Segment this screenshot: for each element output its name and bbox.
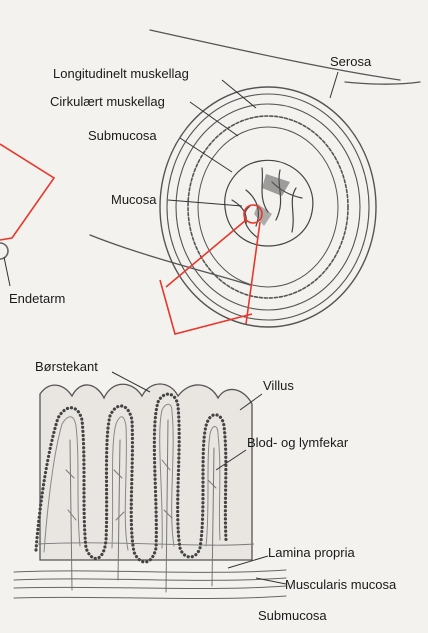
left-gray-arc [0, 243, 8, 259]
submucosa-label-top: Submucosa [88, 129, 157, 142]
villus-label: Villus [263, 379, 294, 392]
serosa-leader [330, 72, 338, 98]
tube-outline-far [345, 82, 420, 84]
mucosa-leader [168, 200, 242, 206]
endetarm-label: Endetarm [9, 292, 65, 305]
endetarm-leader [4, 257, 10, 286]
zoom-frame [160, 280, 252, 334]
submucosa-line [14, 596, 286, 599]
top-leader-lines [168, 72, 338, 206]
submucosa-leader [180, 138, 232, 172]
longitudinal-ring [167, 94, 369, 320]
serosa-ring [160, 87, 376, 327]
tube-outline-bottom [90, 235, 250, 285]
vessels-label: Blod- og lymfekar [247, 436, 348, 449]
lumen-outline [225, 160, 313, 246]
left-red-frame [0, 144, 54, 240]
submucosa-ring [188, 116, 348, 298]
muscularis-line-1 [14, 578, 286, 580]
muscularis-mucosa-label: Muscularis mucosa [285, 578, 396, 591]
mucosa-label: Mucosa [111, 193, 157, 206]
cross-section-rings [160, 87, 376, 327]
brush-border-label: Børstekant [35, 360, 98, 373]
layer-lines [14, 570, 286, 599]
lamina-line [14, 570, 286, 572]
serosa-label: Serosa [330, 55, 371, 68]
lamina-propria-label: Lamina propria [268, 546, 355, 559]
circular-leader [190, 102, 238, 136]
muscularis-line-2 [14, 586, 286, 589]
circular-ring [176, 104, 360, 310]
circular-muscle-label: Cirkulært muskellag [50, 95, 165, 108]
left-callout [0, 144, 54, 286]
submucosa-label-bottom: Submucosa [258, 609, 327, 622]
mucosa-ring [198, 127, 338, 287]
fold-4 [292, 188, 296, 232]
lumen-folds [225, 160, 313, 246]
longitudinal-muscle-label: Longitudinelt muskellag [53, 67, 189, 80]
